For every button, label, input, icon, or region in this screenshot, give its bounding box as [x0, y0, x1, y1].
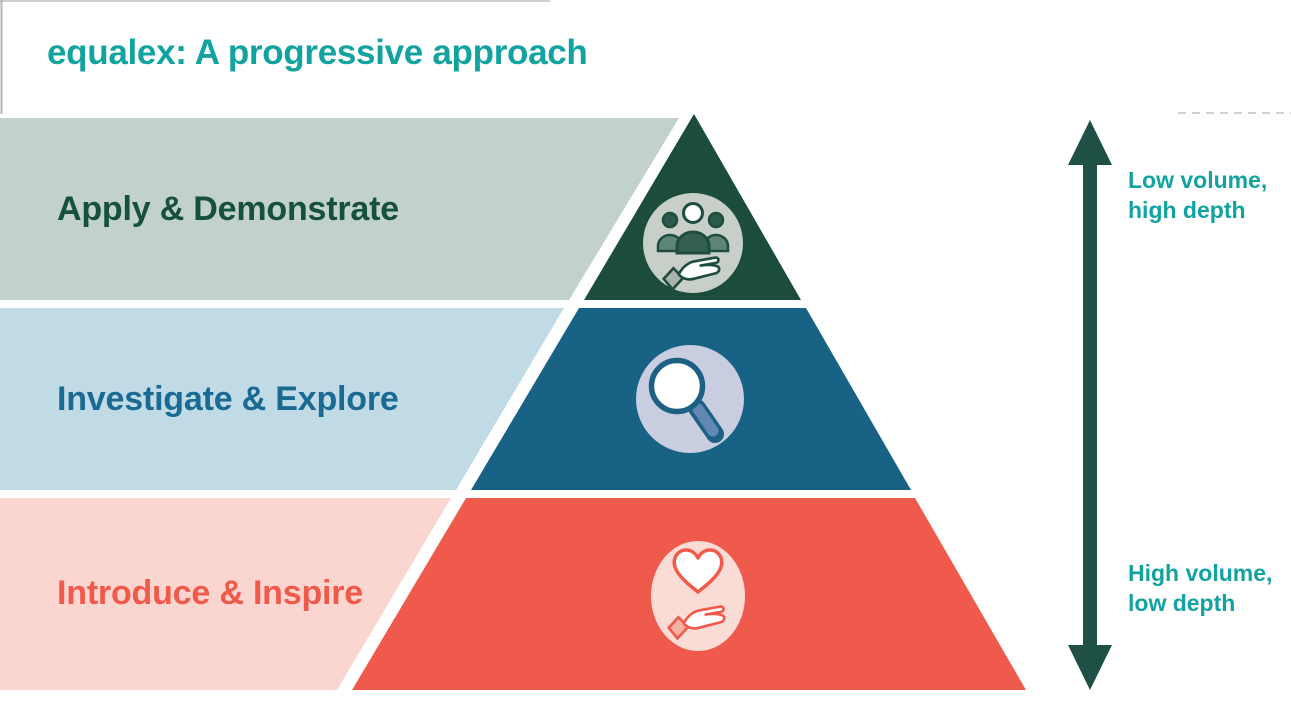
arrow-up-head: [1068, 120, 1112, 165]
axis-label-top-line1: Low volume,: [1128, 167, 1268, 193]
volume-depth-arrow: [1068, 120, 1112, 690]
band-introduce: [0, 498, 451, 690]
axis-label-bottom-line1: High volume,: [1128, 560, 1273, 586]
axis-label-bottom-line2: low depth: [1128, 590, 1236, 616]
axis-label-bottom: High volume, low depth: [1128, 558, 1272, 618]
page-title: equalex: A progressive approach: [47, 33, 588, 72]
level-label-introduce: Introduce & Inspire: [57, 574, 364, 612]
band-investigate: [0, 308, 564, 490]
axis-label-top-line2: high depth: [1128, 197, 1246, 223]
heart-hand-icon: [651, 541, 745, 651]
band-apply: [0, 118, 679, 300]
level-label-apply: Apply & Demonstrate: [57, 190, 399, 228]
arrow-down-head: [1068, 645, 1112, 690]
group-hand-icon: [643, 193, 743, 293]
magnifier-icon: [636, 345, 744, 453]
axis-label-top: Low volume, high depth: [1128, 165, 1267, 225]
level-label-investigate: Investigate & Explore: [57, 380, 399, 418]
